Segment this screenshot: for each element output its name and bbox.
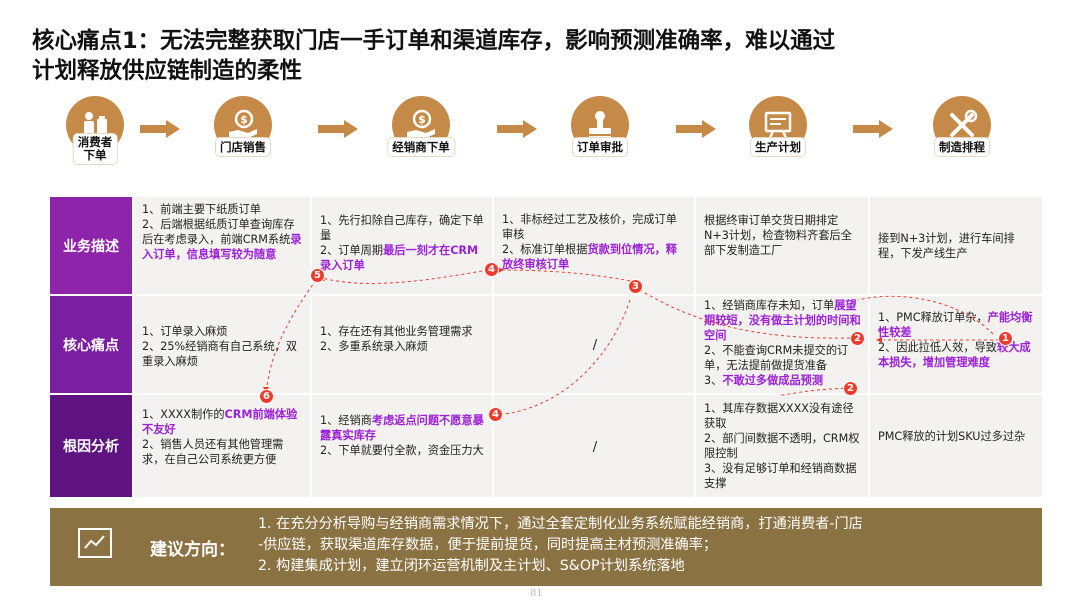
flow-arrow-icon bbox=[140, 120, 180, 138]
cell-pain-dealer: 1、存在还有其他业务管理需求 2、多重系统录入麻烦 bbox=[312, 296, 492, 393]
cell-business-approval: 1、非标经过工艺及核价，完成订单审核 2、标准订单根据货款到位情况，释放终审核订… bbox=[494, 197, 694, 294]
flow-arrow-icon bbox=[676, 120, 716, 138]
cell-business-plan: 根据终审订单交货日期排定N+3计划，检查物料齐套后全部下发制造工厂 bbox=[696, 197, 868, 294]
cell-text: 1、先行扣除自己库存，确定下单量 bbox=[320, 214, 484, 242]
suggestion-item: -供应链，获取渠道库存数据，便于提前提货，同时提高主材预测准确率； bbox=[258, 537, 718, 553]
cell-text: 1、前端主要下纸质订单 bbox=[142, 203, 261, 216]
suggestion-list: 1. 在充分分析导购与经销商需求情况下，通过全套定制化业务系统赋能经销商，打通消… bbox=[258, 514, 1033, 577]
svg-text:$: $ bbox=[240, 113, 248, 126]
step-badge: 4 bbox=[484, 262, 499, 277]
cell-text: 2、下单就要付全款，资金压力大 bbox=[320, 444, 484, 457]
flow-arrow-icon bbox=[318, 120, 358, 138]
row-head-business: 业务描述 bbox=[50, 197, 132, 294]
process-flow: 消费者 下单 $ 门店销售 $ 经销商下单 订单审批 生产计划 制造排程 bbox=[0, 96, 1080, 178]
cell-business-dealer: 1、先行扣除自己库存，确定下单量 2、订单周期最后一刻才在CRM录入订单 bbox=[312, 197, 492, 294]
cell-pain-schedule: 1、PMC释放订单杂，产能均衡性较差 2、因此拉低人效，导致较大成本损失，增加管… bbox=[870, 296, 1042, 393]
step-badge: 1 bbox=[998, 331, 1013, 346]
cell-highlight: 录入订单，信息填写较为随意 bbox=[142, 233, 302, 261]
cell-text: 2、销售人员还有其他管理需求，在自己公司系统更方便 bbox=[142, 438, 284, 466]
cell-pain-store: 1、订单录入麻烦 2、25%经销商有自己系统，双重录入麻烦 bbox=[134, 296, 310, 393]
step-badge: 4 bbox=[488, 407, 503, 422]
suggestion-banner: 建议方向： 1. 在充分分析导购与经销商需求情况下，通过全套定制化业务系统赋能经… bbox=[50, 508, 1042, 586]
flow-step-label: 经销商下单 bbox=[388, 138, 454, 156]
cell-text: 2、不能查询CRM未提交的订单，无法提前做提货准备 bbox=[704, 344, 849, 372]
flow-step-label: 订单审批 bbox=[573, 138, 627, 156]
step-badge: 2 bbox=[850, 331, 865, 346]
cell-text: PMC释放的计划SKU过多过杂 bbox=[878, 430, 1026, 443]
trend-chart-icon bbox=[78, 528, 112, 558]
cell-text: 2、标准订单根据 bbox=[502, 243, 588, 256]
suggestion-item: 2. 构建集成计划，建立闭环运营机制及主计划、S&OP计划系统落地 bbox=[258, 558, 685, 574]
cell-root-store: 1、XXXX制作的CRM前端体验不友好 2、销售人员还有其他管理需求，在自己公司… bbox=[134, 395, 310, 497]
step-badge: 2 bbox=[843, 381, 858, 396]
flow-step-consumer: 消费者 下单 bbox=[40, 96, 150, 164]
cell-highlight: 货款到位情况，释放终审核订单 bbox=[502, 243, 677, 271]
cell-text: 1、存在还有其他业务管理需求 bbox=[320, 325, 473, 338]
title-line-2: 计划释放供应链制造的柔性 bbox=[32, 58, 303, 84]
cell-business-store: 1、前端主要下纸质订单 2、后端根据纸质订单查询库存后在考虑录入，前端CRM系统… bbox=[134, 197, 310, 294]
cell-text: 2、后端根据纸质订单查询库存后在考虑录入，前端CRM系统 bbox=[142, 218, 295, 246]
cell-highlight: 最后一刻才在CRM录入订单 bbox=[320, 244, 479, 272]
cell-root-dealer: 1、经销商考虑返点问题不愿意暴露真实库存 2、下单就要付全款，资金压力大 bbox=[312, 395, 492, 497]
flow-step-manufacturing-schedule: 制造排程 bbox=[907, 96, 1017, 156]
flow-step-label: 门店销售 bbox=[216, 138, 270, 156]
svg-text:$: $ bbox=[418, 113, 426, 126]
page-number: 81 bbox=[530, 588, 543, 599]
step-badge: 3 bbox=[628, 279, 643, 294]
cell-text: 1、非标经过工艺及核价，完成订单审核 bbox=[502, 213, 677, 241]
row-head-root: 根因分析 bbox=[50, 395, 132, 497]
flow-step-label: 消费者 下单 bbox=[73, 134, 117, 164]
page-title: 核心痛点1：无法完整获取门店一手订单和渠道库存，影响预测准确率，难以通过 计划释… bbox=[32, 26, 1052, 86]
flow-step-label: 生产计划 bbox=[751, 138, 805, 156]
step-badge: 6 bbox=[259, 389, 274, 404]
analysis-grid: 业务描述 核心痛点 根因分析 1、前端主要下纸质订单 2、后端根据纸质订单查询库… bbox=[50, 197, 1042, 497]
flow-step-production-plan: 生产计划 bbox=[723, 96, 833, 156]
cell-text: 1、PMC释放订单杂， bbox=[878, 311, 988, 324]
cell-root-plan: 1、其库存数据XXXX没有途径获取 2、部门间数据不透明，CRM权限控制 3、没… bbox=[696, 395, 868, 497]
cell-highlight: CRM前端体验不友好 bbox=[142, 408, 298, 436]
cell-highlight: 考虑返点问题不愿意暴露真实库存 bbox=[320, 414, 484, 442]
flow-step-label: 制造排程 bbox=[935, 138, 989, 156]
title-line-1: 核心痛点1：无法完整获取门店一手订单和渠道库存，影响预测准确率，难以通过 bbox=[32, 28, 836, 54]
flow-step-order-approval: 订单审批 bbox=[545, 96, 655, 156]
flow-arrow-icon bbox=[497, 120, 537, 138]
cell-text: 1、订单录入麻烦 bbox=[142, 325, 228, 338]
cell-text: 接到N+3计划，进行车间排程，下发产线生产 bbox=[878, 232, 1015, 260]
cell-text: 3、 bbox=[704, 374, 723, 387]
cell-root-approval: / bbox=[494, 395, 694, 497]
step-badge: 5 bbox=[310, 268, 325, 283]
cell-text: 1、经销商库存未知，订单 bbox=[704, 299, 835, 312]
flow-step-store-sales: $ 门店销售 bbox=[188, 96, 298, 156]
suggestion-item: 1. 在充分分析导购与经销商需求情况下，通过全套定制化业务系统赋能经销商，打通消… bbox=[258, 516, 863, 532]
cell-pain-plan: 1、经销商库存未知，订单展望期较短，没有做主计划的时间和空间 2、不能查询CRM… bbox=[696, 296, 868, 393]
flow-arrow-icon bbox=[853, 120, 893, 138]
cell-business-schedule: 接到N+3计划，进行车间排程，下发产线生产 bbox=[870, 197, 1042, 294]
cell-highlight: 不敢过多做成品预测 bbox=[722, 374, 824, 387]
cell-root-schedule: PMC释放的计划SKU过多过杂 bbox=[870, 395, 1042, 497]
cell-text: 根据终审订单交货日期排定N+3计划，检查物料齐套后全部下发制造工厂 bbox=[704, 214, 852, 257]
cell-text: 2、25%经销商有自己系统，双重录入麻烦 bbox=[142, 340, 298, 368]
flow-step-dealer-order: $ 经销商下单 bbox=[366, 96, 476, 156]
cell-text: 2、多重系统录入麻烦 bbox=[320, 340, 428, 353]
cell-text: 1、经销商 bbox=[320, 414, 372, 427]
suggestion-label: 建议方向： bbox=[150, 540, 235, 560]
cell-text: 2、订单周期 bbox=[320, 244, 384, 257]
row-head-pain: 核心痛点 bbox=[50, 296, 132, 393]
cell-pain-approval: / bbox=[494, 296, 694, 393]
cell-text: 1、XXXX制作的 bbox=[142, 408, 225, 421]
cell-text: 2、因此拉低人效，导致 bbox=[878, 341, 997, 354]
